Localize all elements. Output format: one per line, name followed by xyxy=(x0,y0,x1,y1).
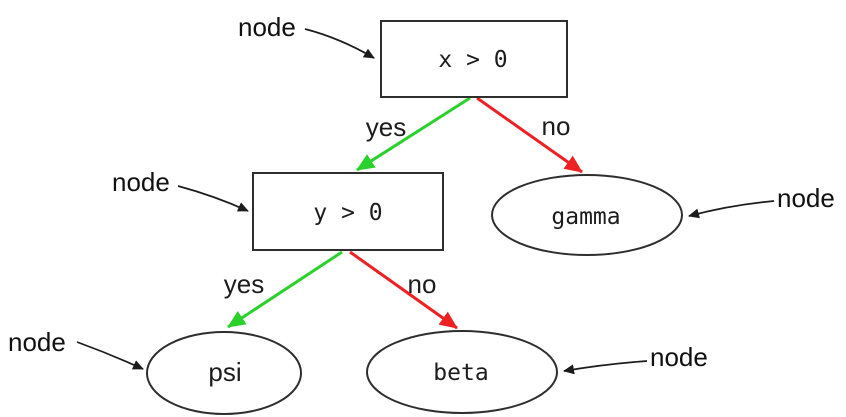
annotation-label-cond-y: node xyxy=(112,167,170,197)
edge-yes-root-to-cond-y xyxy=(356,96,471,172)
node-label-gamma: gamma xyxy=(551,204,620,230)
annotation-label-root: node xyxy=(238,12,296,42)
annotation-arrow-gamma xyxy=(688,200,775,219)
node-label-x-gt-0: x > 0 xyxy=(438,47,507,73)
node-label-psi: psi xyxy=(208,357,241,387)
annotation-arrow-cond-y xyxy=(177,185,249,212)
edge-yes-cond-y-to-psi xyxy=(227,250,343,329)
node-ellipse-beta xyxy=(366,330,558,414)
annotation-arrow-beta xyxy=(563,360,648,375)
edge-label-yes-2: yes xyxy=(224,269,264,299)
annotation-label-psi: node xyxy=(8,327,66,357)
edge-no-root-to-gamma xyxy=(476,96,583,174)
node-box-y-gt-0 xyxy=(252,172,444,251)
annotation-arrow-psi xyxy=(76,341,144,370)
edge-label-no-1: no xyxy=(542,111,571,141)
edge-no-cond-y-to-beta xyxy=(349,250,458,330)
node-label-y-gt-0: y > 0 xyxy=(313,200,382,226)
node-ellipse-gamma xyxy=(491,174,683,256)
edge-label-yes-1: yes xyxy=(366,112,406,142)
node-label-beta: beta xyxy=(433,360,488,386)
annotation-label-gamma: node xyxy=(777,183,835,213)
edge-label-no-2: no xyxy=(408,269,437,299)
annotation-label-beta: node xyxy=(650,342,708,372)
annotation-arrow-root xyxy=(304,28,375,59)
node-ellipse-psi xyxy=(146,331,302,415)
node-box-x-gt-0 xyxy=(380,20,568,98)
